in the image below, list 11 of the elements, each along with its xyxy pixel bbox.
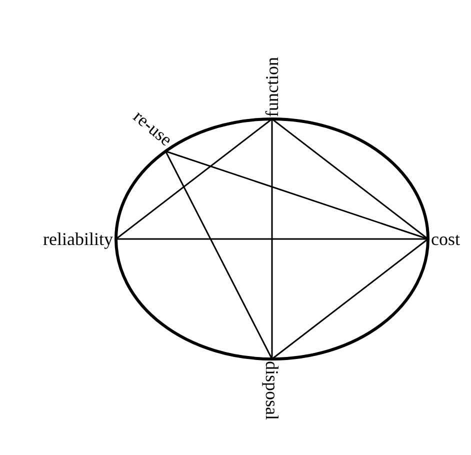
node-label: disposal: [263, 361, 281, 420]
connector-line: [164, 150, 273, 360]
connector-line: [271, 119, 273, 359]
connector-line: [272, 118, 428, 240]
connector-line: [116, 118, 272, 240]
connector-line: [116, 238, 428, 240]
connector-line: [272, 238, 428, 360]
node-label: function: [263, 57, 281, 117]
node-label: cost: [431, 230, 460, 248]
node-label: reliability: [43, 230, 113, 248]
connector-line: [165, 150, 428, 240]
